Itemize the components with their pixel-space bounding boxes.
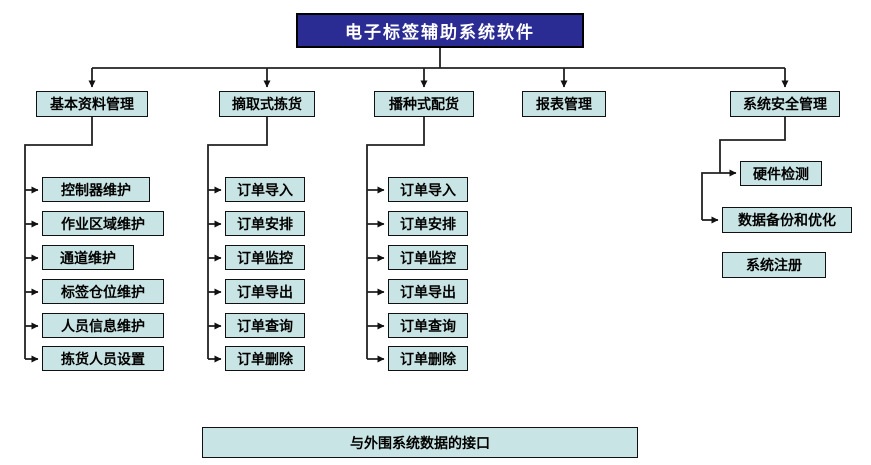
leaf-order-delete: 订单删除	[388, 346, 468, 371]
leaf-label-bin-maintenance: 标签仓位维护	[42, 279, 164, 304]
leaf-order-query: 订单查询	[388, 313, 468, 338]
external-interface-node: 与外围系统数据的接口	[202, 427, 638, 458]
leaf-picker-setup: 拣货人员设置	[42, 346, 164, 371]
leaf-order-export: 订单导出	[225, 279, 305, 304]
leaf-order-arrange: 订单安排	[388, 211, 468, 236]
leaf-work-area-maintenance: 作业区域维护	[42, 211, 164, 236]
leaf-order-monitor: 订单监控	[225, 245, 305, 270]
branch-seeding-distribution: 播种式配货	[374, 91, 474, 117]
leaf-order-import: 订单导入	[388, 177, 468, 202]
branch-pick-to-light: 摘取式拣货	[219, 91, 315, 117]
leaf-order-arrange: 订单安排	[225, 211, 305, 236]
leaf-order-export: 订单导出	[388, 279, 468, 304]
leaf-data-backup-optimization: 数据备份和优化	[722, 207, 852, 233]
branch-report-mgmt: 报表管理	[522, 91, 606, 117]
leaf-order-monitor: 订单监控	[388, 245, 468, 270]
leaf-hardware-detection: 硬件检测	[740, 161, 822, 186]
branch-system-security: 系统安全管理	[730, 91, 840, 117]
leaf-order-query: 订单查询	[225, 313, 305, 338]
leaf-order-import: 订单导入	[225, 177, 305, 202]
leaf-order-delete: 订单删除	[225, 346, 305, 371]
leaf-personnel-info-maintenance: 人员信息维护	[42, 313, 164, 338]
leaf-controller-maintenance: 控制器维护	[42, 177, 150, 202]
leaf-channel-maintenance: 通道维护	[42, 245, 134, 270]
leaf-system-registration: 系统注册	[722, 252, 826, 278]
root-node: 电子标签辅助系统软件	[296, 13, 584, 48]
branch-basic-data-mgmt: 基本资料管理	[36, 91, 148, 117]
